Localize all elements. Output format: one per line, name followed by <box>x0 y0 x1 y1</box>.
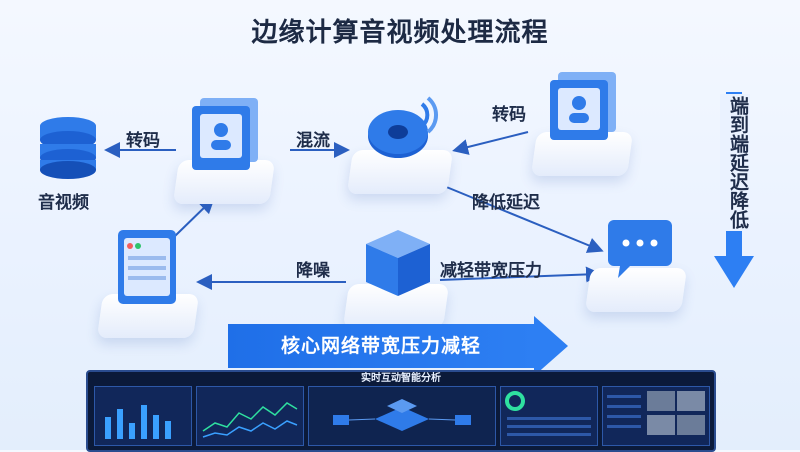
server-node <box>108 226 188 310</box>
connector-mixer-to-chat <box>443 185 604 253</box>
monitor-icon <box>550 72 616 140</box>
server-icon <box>118 230 176 304</box>
connector-box-to-chat <box>439 266 602 283</box>
mix-label: 混流 <box>296 131 330 151</box>
database-icon <box>40 117 96 179</box>
network-graph-icon <box>333 399 471 431</box>
analytics-dashboard: 实时互动智能分析 <box>86 370 716 452</box>
bar-chart-icon <box>105 405 171 439</box>
chat-bubble-icon <box>608 220 672 278</box>
dashboard-panel-center <box>308 386 496 446</box>
latency-label: 降低延迟 <box>472 193 540 213</box>
core-arrow-head <box>534 316 568 376</box>
denoise-label: 降噪 <box>296 261 330 281</box>
storage-node <box>28 112 108 182</box>
dashboard-panel-video <box>602 386 710 446</box>
broadcast-disc-icon <box>368 96 439 158</box>
donut-chart-icon <box>505 391 591 436</box>
transcode-right-label: 转码 <box>492 105 526 125</box>
side-text: 端到端延迟降低 <box>720 94 750 231</box>
core-arrow-text: 核心网络带宽压力减轻 <box>280 335 481 357</box>
cube-icon <box>366 230 430 296</box>
connector-right-monitor-to-mixer <box>452 131 529 155</box>
line-chart-icon <box>202 402 298 438</box>
box-node <box>358 224 438 302</box>
monitor-node <box>186 96 266 174</box>
connector-server-to-monitor <box>174 197 215 237</box>
chat-node <box>600 212 680 288</box>
video-grid-icon <box>607 391 705 435</box>
monitor-icon <box>192 98 258 170</box>
dashboard-panel-chart <box>196 386 304 446</box>
core-arrow-bar <box>228 324 534 368</box>
dashboard-panel-left <box>94 386 192 446</box>
dashboard-panel-list <box>500 386 598 446</box>
mixer-node <box>360 86 444 166</box>
bandwidth-label: 减轻带宽压力 <box>440 261 542 281</box>
transcode-left-label: 转码 <box>126 131 160 151</box>
dashboard-title: 实时互动智能分析 <box>361 373 441 384</box>
page-title: 边缘计算音视频处理流程 <box>251 18 549 48</box>
storage-label: 音视频 <box>38 193 89 213</box>
right-monitor-node <box>542 70 622 146</box>
